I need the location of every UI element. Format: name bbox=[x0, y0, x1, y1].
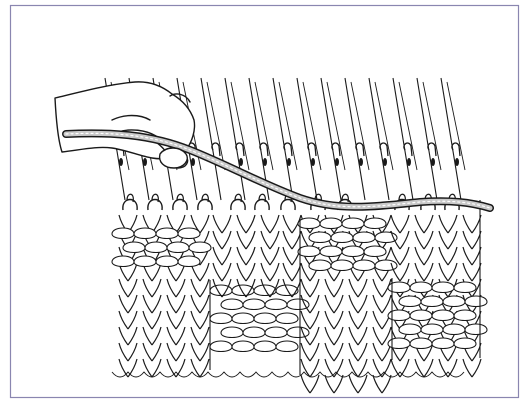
garter-ridge bbox=[112, 228, 211, 267]
